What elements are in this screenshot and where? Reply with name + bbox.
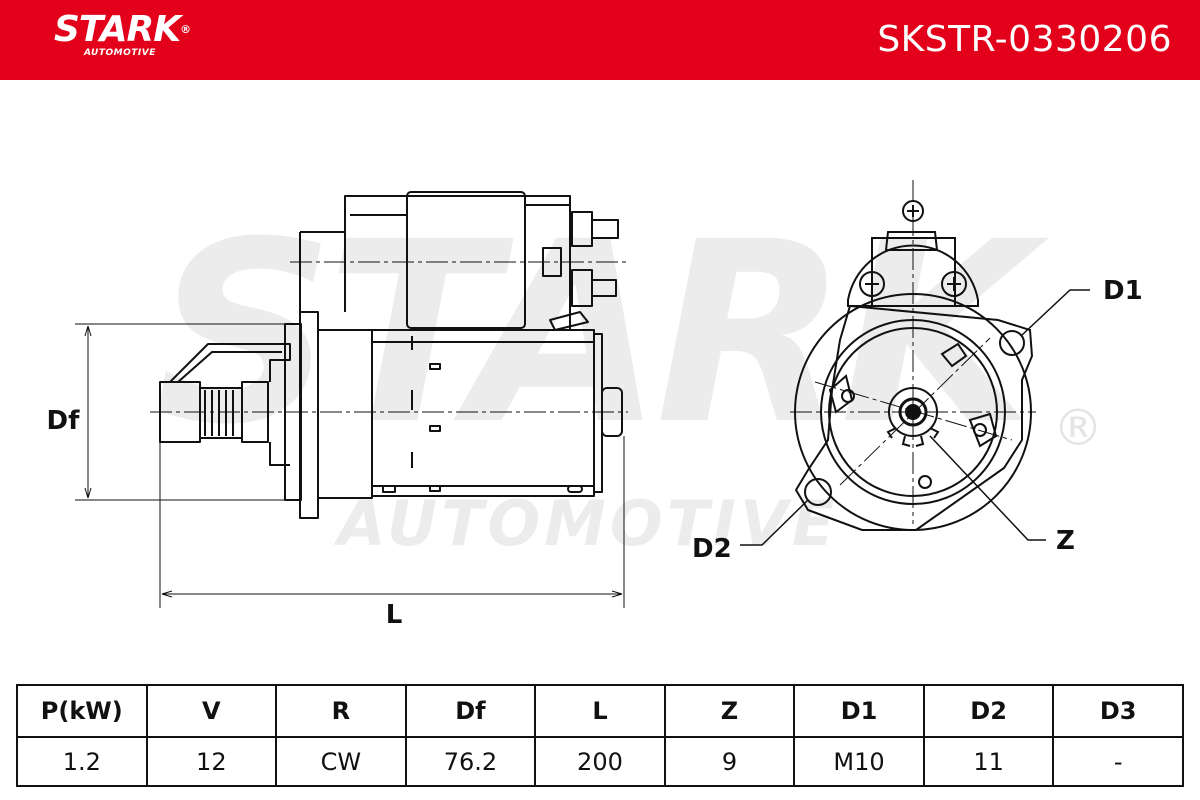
spec-value: 200 [534,736,666,787]
spec-header: V [145,684,278,738]
label-df: Df [47,406,81,436]
spec-header: Df [404,684,537,738]
spec-value-row: 1.2 12 CW 76.2 200 9 M10 11 - [16,736,1184,787]
solenoid-end-cover [847,244,979,307]
label-d2: D2 [692,534,732,564]
watermark-registered: ® [1053,399,1103,457]
dimension-lines [75,323,625,608]
spec-value: 1.2 [16,736,148,787]
screw-right [941,271,967,297]
label-l: L [386,600,403,630]
brand-subtitle: AUTOMOTIVE [84,48,156,58]
spec-header: R [275,684,407,738]
d2-hole [804,478,832,506]
spec-value: M10 [793,736,925,787]
screw-left [859,271,885,297]
spec-header: D3 [1052,684,1184,738]
brand-name: STARK [54,9,181,50]
spec-value: 11 [922,736,1055,787]
spec-value: 76.2 [404,736,537,787]
spec-value: CW [275,736,407,787]
starter-front-view [790,180,1036,531]
d1-hole [999,330,1025,356]
spec-value: 9 [663,736,796,787]
brand-logo: STARK® AUTOMOTIVE [54,9,191,59]
technical-drawing: STARK AUTOMOTIVE ® [47,180,1143,630]
spec-header: D1 [793,684,925,738]
header-bar: STARK® AUTOMOTIVE SKSTR-0330206 [0,0,1200,80]
label-z: Z [1056,526,1075,556]
label-d1: D1 [1103,276,1143,306]
solenoid-cap [406,191,526,329]
watermark-sub: AUTOMOTIVE [333,487,839,560]
spec-header-row: P(kW) V R Df L Z D1 D2 D3 [16,684,1184,738]
spec-header: L [534,684,666,738]
spec-header: Z [663,684,796,738]
watermark-main: STARK [155,188,1050,479]
nose-housing [169,343,291,466]
callout-lines [740,289,1090,546]
watermark: STARK AUTOMOTIVE ® [155,188,1103,560]
spec-header: D2 [922,684,1055,738]
brand-registered-mark: ® [180,23,191,36]
starter-side-view [150,191,630,519]
specification-table: P(kW) V R Df L Z D1 D2 D3 1.2 12 CW 76.2… [16,684,1184,787]
spec-header: P(kW) [16,684,148,738]
spec-value: 12 [145,736,278,787]
part-number: SKSTR-0330206 [877,19,1172,60]
spec-value: - [1052,736,1184,787]
